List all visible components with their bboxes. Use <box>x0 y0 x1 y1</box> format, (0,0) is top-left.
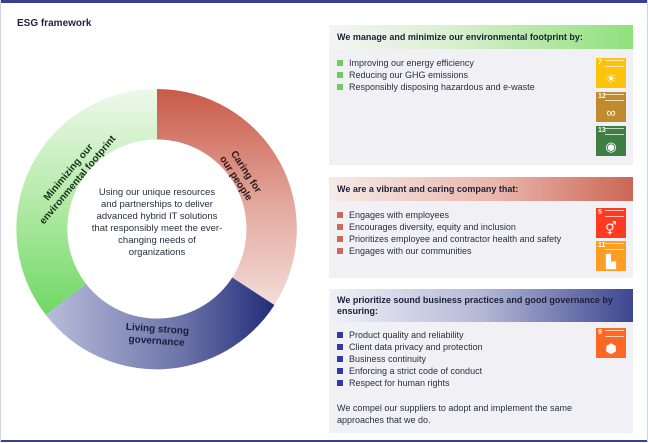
sdg-5-badge: 5 ⚥ <box>596 208 626 238</box>
sdg-caption-lines <box>605 94 624 101</box>
sun-icon: ☀ <box>605 71 617 86</box>
ring-segment-governance <box>45 277 275 370</box>
sdg-9-badge: 9 ⬢ <box>596 328 626 358</box>
gender-equality-icon: ⚥ <box>605 221 617 236</box>
list-item: Enforcing a strict code of conduct <box>337 365 483 377</box>
list-item: Responsibly disposing hazardous and e-wa… <box>337 81 535 93</box>
bullet-square-icon <box>337 368 343 374</box>
bottom-border <box>0 440 648 442</box>
list-item-text: Improving our energy efficiency <box>349 58 474 68</box>
top-border <box>0 0 648 3</box>
list-item-text: Encourages diversity, equity and inclusi… <box>349 222 516 232</box>
list-item: Encourages diversity, equity and inclusi… <box>337 221 567 233</box>
sdg-number: 12 <box>598 93 606 100</box>
list-item-text: Responsibly disposing hazardous and e-wa… <box>349 82 535 92</box>
bullet-square-icon <box>337 72 343 78</box>
list-item-text: Prioritizes employee and contractor heal… <box>349 234 562 244</box>
left-border <box>0 0 1 443</box>
bullet-square-icon <box>337 356 343 362</box>
list-item: Business continuity <box>337 353 483 365</box>
page-title: ESG framework <box>17 18 92 29</box>
bullet-square-icon <box>337 380 343 386</box>
social-list: Engages with employees Encourages divers… <box>337 209 567 257</box>
list-item-text: Engages with our communities <box>349 246 472 256</box>
esg-ring-diagram: Caring for our people Living strong gove… <box>16 88 297 370</box>
segment-label-governance-line-1: Living strong <box>125 322 189 337</box>
list-item-text: Business continuity <box>349 354 427 364</box>
sdg-12-badge: 12 ∞ <box>596 92 626 122</box>
eye-globe-icon: ◉ <box>605 139 617 154</box>
governance-list: Product quality and reliability Client d… <box>337 329 483 389</box>
sdg-caption-lines <box>605 243 624 250</box>
sdg-7-badge: 7 ☀ <box>596 58 626 88</box>
sdg-caption-lines <box>605 330 624 337</box>
city-icon: ▙ <box>606 254 616 269</box>
social-panel-header: We are a vibrant and caring company that… <box>329 177 633 201</box>
ring-segment-caring <box>157 89 297 305</box>
bullet-square-icon <box>337 212 343 218</box>
sdg-number: 7 <box>598 59 602 66</box>
list-item: Product quality and reliability <box>337 329 483 341</box>
sdg-number: 11 <box>598 242 606 249</box>
bullet-square-icon <box>337 344 343 350</box>
bullet-square-icon <box>337 224 343 230</box>
bullet-square-icon <box>337 84 343 90</box>
list-item-text: Engages with employees <box>349 210 450 220</box>
list-item: Reducing our GHG emissions <box>337 69 535 81</box>
innovation-cubes-icon: ⬢ <box>605 341 617 356</box>
sdg-number: 5 <box>598 209 602 216</box>
ring-segment-environment <box>16 88 157 315</box>
sdg-11-badge: 11 ▙ <box>596 241 626 271</box>
ring-center <box>67 139 247 319</box>
social-panel: We are a vibrant and caring company that… <box>329 177 633 278</box>
list-item-text: Enforcing a strict code of conduct <box>349 366 483 376</box>
governance-panel: We prioritize sound business practices a… <box>329 289 633 433</box>
list-item: Prioritizes employee and contractor heal… <box>337 233 567 245</box>
sdg-caption-lines <box>605 60 624 67</box>
list-item: Respect for human rights <box>337 377 483 389</box>
diagram-center-text: Using our unique resources and partnersh… <box>91 187 223 258</box>
list-item: Client data privacy and protection <box>337 341 483 353</box>
sdg-caption-lines <box>605 210 624 217</box>
environment-panel: We manage and minimize our environmental… <box>329 25 633 165</box>
sdg-13-badge: 13 ◉ <box>596 126 626 156</box>
bullet-square-icon <box>337 248 343 254</box>
sdg-number: 13 <box>598 127 606 134</box>
governance-panel-header: We prioritize sound business practices a… <box>329 289 633 322</box>
list-item-text: Product quality and reliability <box>349 330 464 340</box>
governance-note: We compel our suppliers to adopt and imp… <box>337 403 572 425</box>
list-item-text: Respect for human rights <box>349 378 450 388</box>
bullet-square-icon <box>337 332 343 338</box>
bullet-square-icon <box>337 60 343 66</box>
sdg-number: 9 <box>598 329 602 336</box>
environment-list: Improving our energy efficiency Reducing… <box>337 57 535 93</box>
list-item: Engages with our communities <box>337 245 567 257</box>
environment-panel-header: We manage and minimize our environmental… <box>329 25 633 49</box>
bullet-square-icon <box>337 236 343 242</box>
list-item: Engages with employees <box>337 209 567 221</box>
sdg-caption-lines <box>605 128 624 135</box>
list-item-text: Client data privacy and protection <box>349 342 483 352</box>
list-item: Improving our energy efficiency <box>337 57 535 69</box>
list-item-text: Reducing our GHG emissions <box>349 70 469 80</box>
segment-label-governance: Living strong governance <box>125 322 189 349</box>
infinity-icon: ∞ <box>606 105 616 120</box>
segment-label-governance-line-2: governance <box>128 334 185 349</box>
